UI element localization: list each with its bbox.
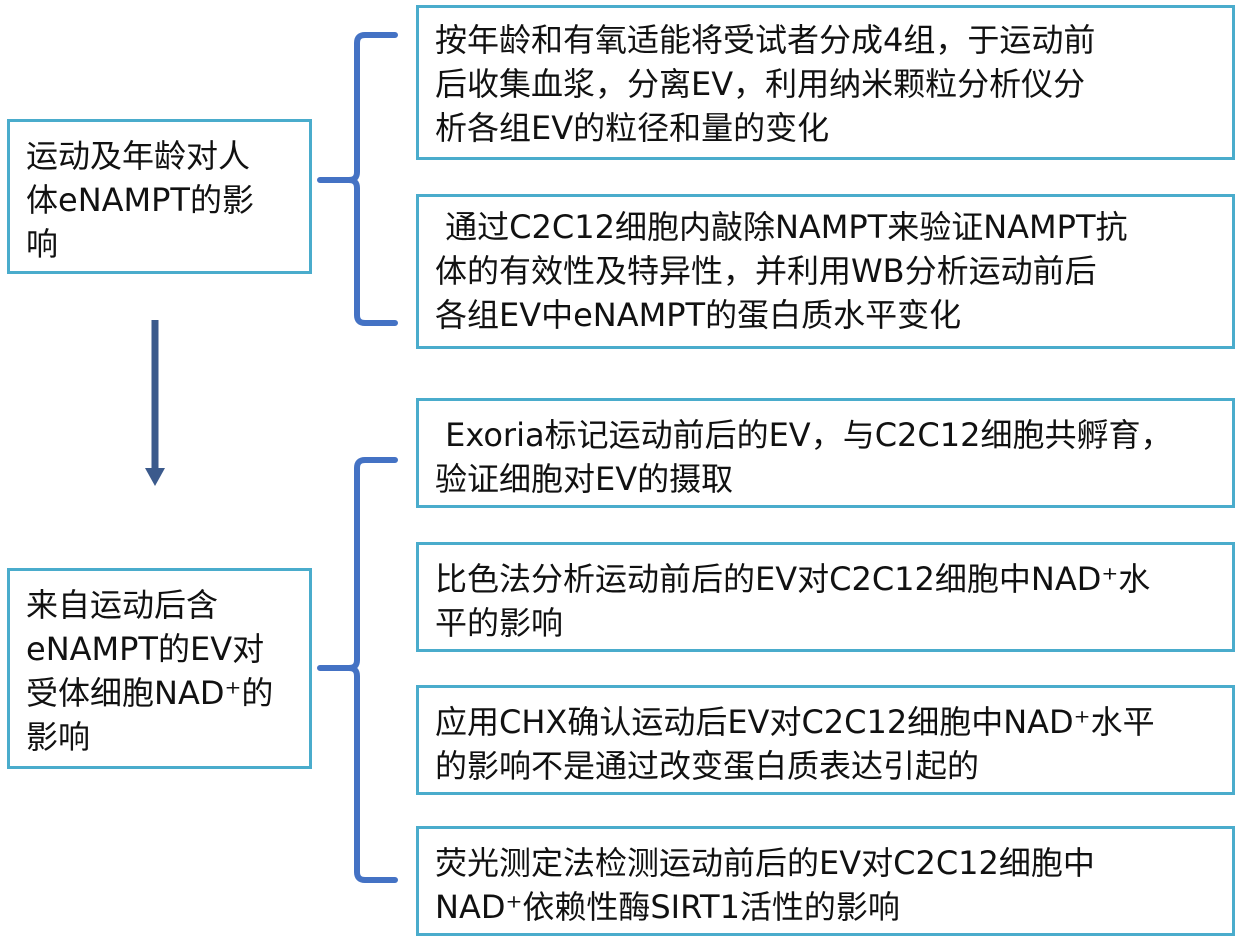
topic-line: 来自运动后含 bbox=[26, 586, 219, 624]
bracket-group1 bbox=[317, 32, 398, 326]
method-line: 析各组EV的粒径和量的变化 bbox=[435, 109, 830, 147]
method-line: 验证细胞对EV的摄取 bbox=[435, 460, 734, 498]
topic-line: 受体细胞NAD⁺的 bbox=[26, 674, 274, 712]
method-line: 各组EV中eNAMPT的蛋白质水平变化 bbox=[435, 296, 962, 334]
method-box-ev-size: 按年龄和有氧适能将受试者分成4组，于运动前 后收集血浆，分离EV，利用纳米颗粒分… bbox=[416, 5, 1235, 160]
topic-box-ev-nad: 来自运动后含 eNAMPT的EV对 受体细胞NAD⁺的 影响 bbox=[7, 568, 312, 769]
method-box-sirt1: 荧光测定法检测运动前后的EV对C2C12细胞中 NAD⁺依赖性酶SIRT1活性的… bbox=[416, 826, 1235, 936]
method-line: 体的有效性及特异性，并利用WB分析运动前后 bbox=[435, 252, 1097, 290]
method-box-ev-uptake: Exoria标记运动前后的EV，与C2C12细胞共孵育， 验证细胞对EV的摄取 bbox=[416, 398, 1235, 508]
method-line: NAD⁺依赖性酶SIRT1活性的影响 bbox=[435, 888, 900, 926]
method-line: 通过C2C12细胞内敲除NAMPT来验证NAMPT抗 bbox=[435, 208, 1128, 246]
method-line: Exoria标记运动前后的EV，与C2C12细胞共孵育， bbox=[435, 416, 1173, 454]
topic-box-exercise-age: 运动及年龄对人 体eNAMPT的影 响 bbox=[7, 119, 312, 274]
method-box-chx: 应用CHX确认运动后EV对C2C12细胞中NAD⁺水平 的影响不是通过改变蛋白质… bbox=[416, 685, 1235, 795]
method-line: 平的影响 bbox=[435, 604, 564, 642]
method-line: 按年龄和有氧适能将受试者分成4组，于运动前 bbox=[435, 21, 1096, 59]
method-line: 荧光测定法检测运动前后的EV对C2C12细胞中 bbox=[435, 844, 1095, 882]
topic-line: 影响 bbox=[26, 718, 91, 756]
topic-line: 运动及年龄对人 bbox=[26, 137, 251, 175]
method-box-colorimetric-nad: 比色法分析运动前后的EV对C2C12细胞中NAD⁺水 平的影响 bbox=[416, 542, 1235, 652]
method-line: 的影响不是通过改变蛋白质表达引起的 bbox=[435, 747, 980, 785]
method-line: 后收集血浆，分离EV，利用纳米颗粒分析仪分 bbox=[435, 65, 1086, 103]
topic-line: 响 bbox=[26, 225, 59, 263]
bracket-group2 bbox=[317, 457, 398, 883]
method-line: 应用CHX确认运动后EV对C2C12细胞中NAD⁺水平 bbox=[435, 703, 1155, 741]
method-box-nampt-wb: 通过C2C12细胞内敲除NAMPT来验证NAMPT抗 体的有效性及特异性，并利用… bbox=[416, 194, 1235, 349]
topic-line: 体eNAMPT的影 bbox=[26, 181, 254, 219]
down-arrow bbox=[145, 320, 165, 486]
method-line: 比色法分析运动前后的EV对C2C12细胞中NAD⁺水 bbox=[435, 560, 1151, 598]
topic-line: eNAMPT的EV对 bbox=[26, 630, 265, 668]
